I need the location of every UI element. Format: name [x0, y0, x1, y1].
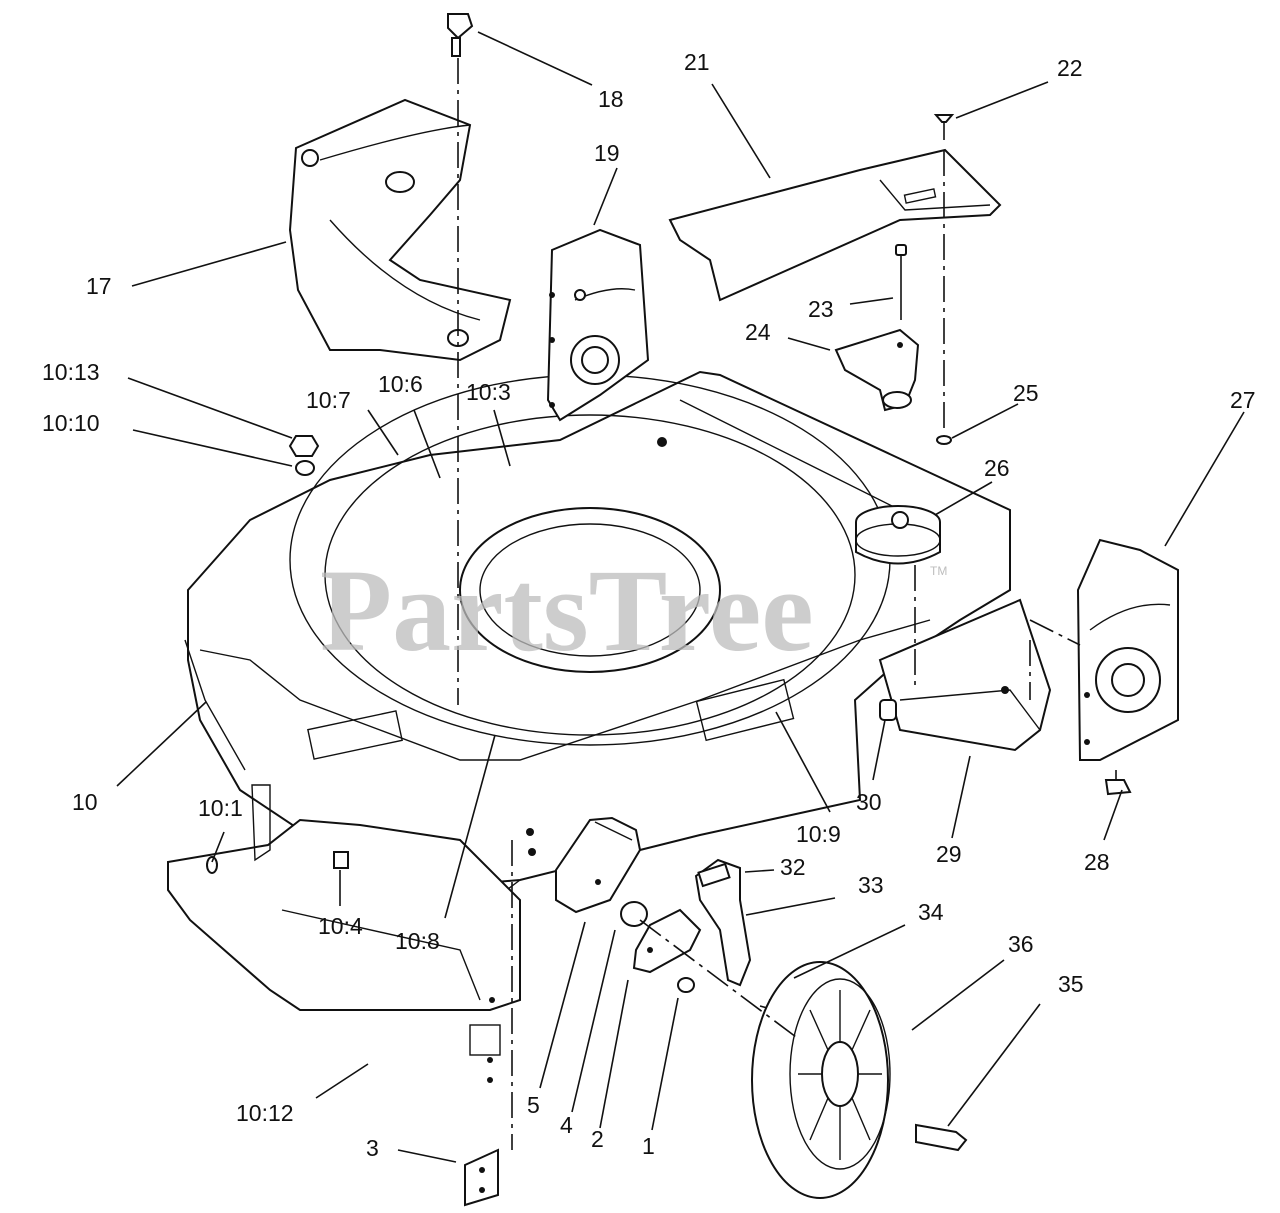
bracket-part-3 — [464, 1148, 499, 1207]
clip-part-10-4 — [333, 851, 349, 869]
wheel-part-36 — [751, 961, 891, 1199]
watermark: PartsTree — [320, 545, 814, 676]
bolt-part-28 — [1104, 770, 1132, 796]
callout-23: 23 — [808, 296, 834, 322]
callout-10-13: 10:13 — [42, 359, 100, 385]
callout-19: 19 — [594, 140, 620, 166]
callout-labels: 18 19 21 22 17 23 24 25 26 27 10:13 10:1… — [42, 49, 1256, 1161]
callout-10-9: 10:9 — [796, 821, 841, 847]
clip-part-32 — [697, 862, 731, 888]
washer-part-10-10 — [295, 460, 315, 476]
nut-part-25 — [936, 435, 952, 445]
callout-30: 30 — [856, 789, 882, 815]
height-bracket-part-19 — [546, 228, 650, 422]
callout-2: 2 — [591, 1126, 604, 1152]
rear-flap-part-10-12 — [167, 784, 521, 1083]
clip-part-10-1 — [206, 856, 218, 874]
callout-32: 32 — [780, 854, 806, 880]
callout-17: 17 — [86, 273, 112, 299]
callout-27: 27 — [1230, 387, 1256, 413]
callout-10-1: 10:1 — [198, 795, 243, 821]
callout-10-10: 10:10 — [42, 410, 100, 436]
callout-33: 33 — [858, 872, 884, 898]
leader-lines — [116, 31, 1245, 1163]
bolt-part-22 — [933, 114, 955, 140]
pulley-part-26 — [855, 505, 941, 565]
arm-part-33 — [694, 858, 752, 987]
height-bracket-part-27 — [1076, 538, 1179, 761]
callout-26: 26 — [984, 455, 1010, 481]
callout-22: 22 — [1057, 55, 1083, 81]
washer-part-1 — [677, 977, 695, 993]
callout-10: 10 — [72, 789, 98, 815]
watermark-trademark: TM — [930, 564, 947, 578]
callout-10-8: 10:8 — [395, 928, 440, 954]
mower-deck-part-10 — [184, 370, 1011, 896]
callout-10-6: 10:6 — [378, 371, 423, 397]
callout-36: 36 — [1008, 931, 1034, 957]
bolt-part-23 — [895, 244, 907, 320]
callout-3: 3 — [366, 1135, 379, 1161]
callout-28: 28 — [1084, 849, 1110, 875]
assembly-axes — [457, 58, 1081, 1150]
callout-34: 34 — [918, 899, 944, 925]
nut-part-10-13 — [288, 435, 320, 457]
handle-mount-part-21 — [668, 148, 1002, 302]
callout-35: 35 — [1058, 971, 1084, 997]
screw-part-18 — [447, 13, 474, 57]
channel-part-29 — [878, 598, 1052, 752]
callout-10-12: 10:12 — [236, 1100, 294, 1126]
height-lever-part-5 — [555, 816, 642, 914]
callout-10-4: 10:4 — [318, 913, 363, 939]
chute-part-17 — [288, 98, 512, 362]
callout-4: 4 — [560, 1112, 573, 1138]
support-bracket-part-24 — [834, 328, 920, 412]
callout-1: 1 — [642, 1133, 655, 1159]
axle-bolt-part-35 — [915, 1123, 968, 1152]
callout-29: 29 — [936, 841, 962, 867]
callout-10-7: 10:7 — [306, 387, 351, 413]
callout-25: 25 — [1013, 380, 1039, 406]
callout-24: 24 — [745, 319, 771, 345]
callout-10-3: 10:3 — [466, 379, 511, 405]
callout-5: 5 — [527, 1092, 540, 1118]
callout-21: 21 — [684, 49, 710, 75]
callout-18: 18 — [598, 86, 624, 112]
